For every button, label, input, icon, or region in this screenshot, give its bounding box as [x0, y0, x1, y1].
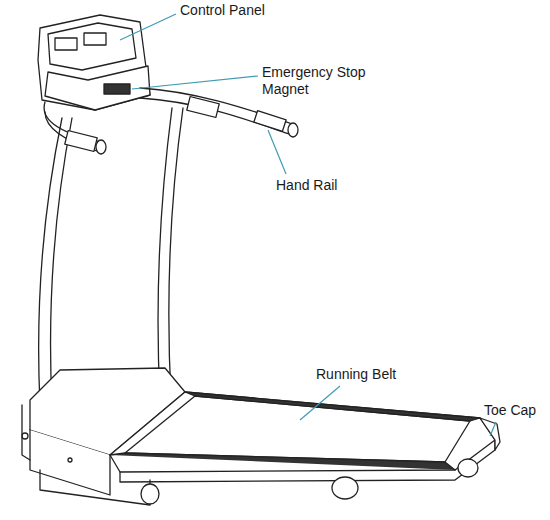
leader-line [268, 130, 286, 174]
display [55, 38, 77, 50]
leader-line [132, 76, 258, 89]
part-label: Emergency Stop Magnet [262, 64, 380, 98]
side-rail [110, 453, 455, 470]
bolt [68, 458, 72, 462]
left-hand-rail [45, 112, 100, 152]
pulse-grip [187, 97, 219, 118]
leader-line [120, 14, 176, 40]
base-frame [22, 405, 30, 460]
console-tray [45, 66, 150, 110]
pulse-grip [254, 111, 286, 132]
toe-cap [480, 418, 500, 450]
rail-end-cap [288, 123, 298, 137]
deck [110, 392, 495, 472]
part-label: Control Panel [180, 2, 320, 19]
side-rail [185, 392, 480, 421]
left-upright [51, 118, 72, 405]
control-panel [48, 23, 136, 70]
base-frame [40, 470, 150, 505]
wheel [332, 477, 358, 499]
leader-line [490, 422, 496, 436]
emergency-stop-magnet [104, 84, 130, 94]
display [84, 33, 106, 45]
rail-end-cap [96, 140, 106, 154]
part-label: Running Belt [316, 366, 436, 383]
part-label: Hand Rail [276, 177, 376, 194]
bolt [22, 433, 28, 439]
wheel [141, 484, 159, 504]
pulse-grip [65, 131, 97, 152]
leader-line [300, 386, 340, 420]
right-upright [169, 108, 183, 398]
part-label: Toe Cap [484, 402, 546, 419]
console-housing [38, 15, 150, 110]
hood-front [30, 430, 110, 495]
wheel [458, 459, 478, 477]
